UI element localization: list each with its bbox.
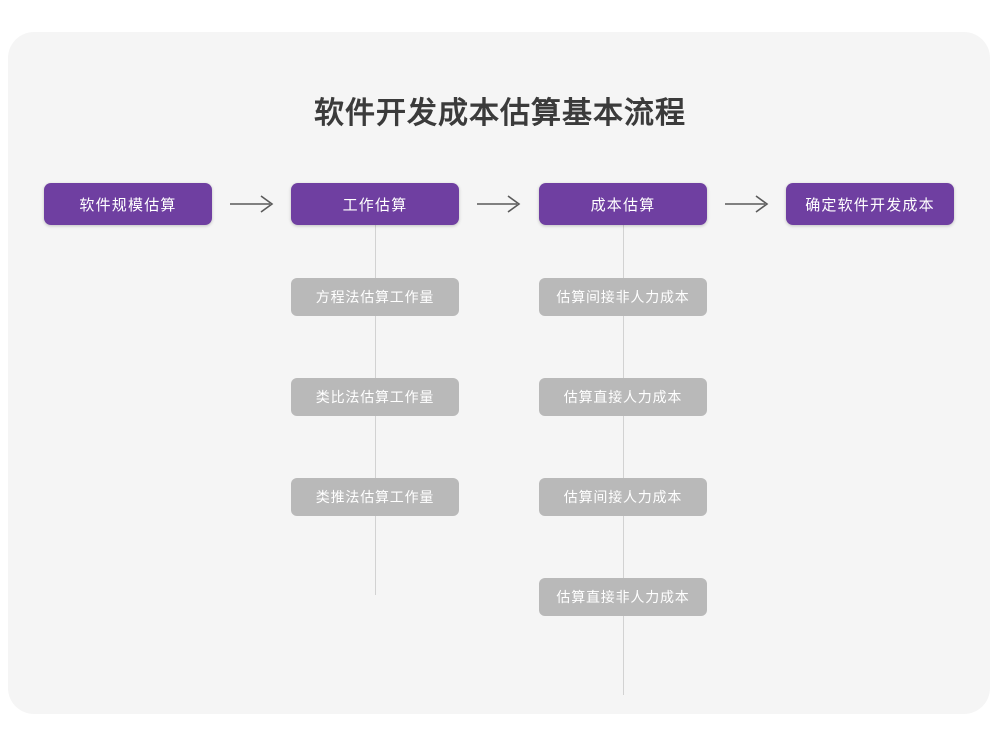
stage-node-1[interactable]: 软件规模估算 <box>44 183 212 225</box>
stage-node-4[interactable]: 确定软件开发成本 <box>786 183 954 225</box>
flow-column-stage-2: 工作估算 方程法估算工作量 类比法估算工作量 类推法估算工作量 <box>291 183 459 595</box>
substep-node-2-1[interactable]: 方程法估算工作量 <box>291 278 459 316</box>
stage-node-3[interactable]: 成本估算 <box>539 183 707 225</box>
substep-node-3-4[interactable]: 估算直接非人力成本 <box>539 578 707 616</box>
substep-node-3-1[interactable]: 估算间接非人力成本 <box>539 278 707 316</box>
arrow-right-icon-1 <box>228 191 276 217</box>
substep-node-3-3[interactable]: 估算间接人力成本 <box>539 478 707 516</box>
arrow-right-icon-3 <box>723 191 771 217</box>
page-title: 软件开发成本估算基本流程 <box>314 96 686 131</box>
arrow-right-icon-2 <box>475 191 523 217</box>
substep-node-2-2[interactable]: 类比法估算工作量 <box>291 378 459 416</box>
stage-node-2[interactable]: 工作估算 <box>291 183 459 225</box>
connector-line-stage-3 <box>622 225 625 695</box>
flow-column-stage-1: 软件规模估算 <box>44 183 212 225</box>
substep-node-2-3[interactable]: 类推法估算工作量 <box>291 478 459 516</box>
flow-column-stage-4: 确定软件开发成本 <box>786 183 954 225</box>
diagram-card-background <box>8 32 990 714</box>
flow-column-stage-3: 成本估算 估算间接非人力成本 估算直接人力成本 估算间接人力成本 估算直接非人力… <box>539 183 707 695</box>
substep-node-3-2[interactable]: 估算直接人力成本 <box>539 378 707 416</box>
